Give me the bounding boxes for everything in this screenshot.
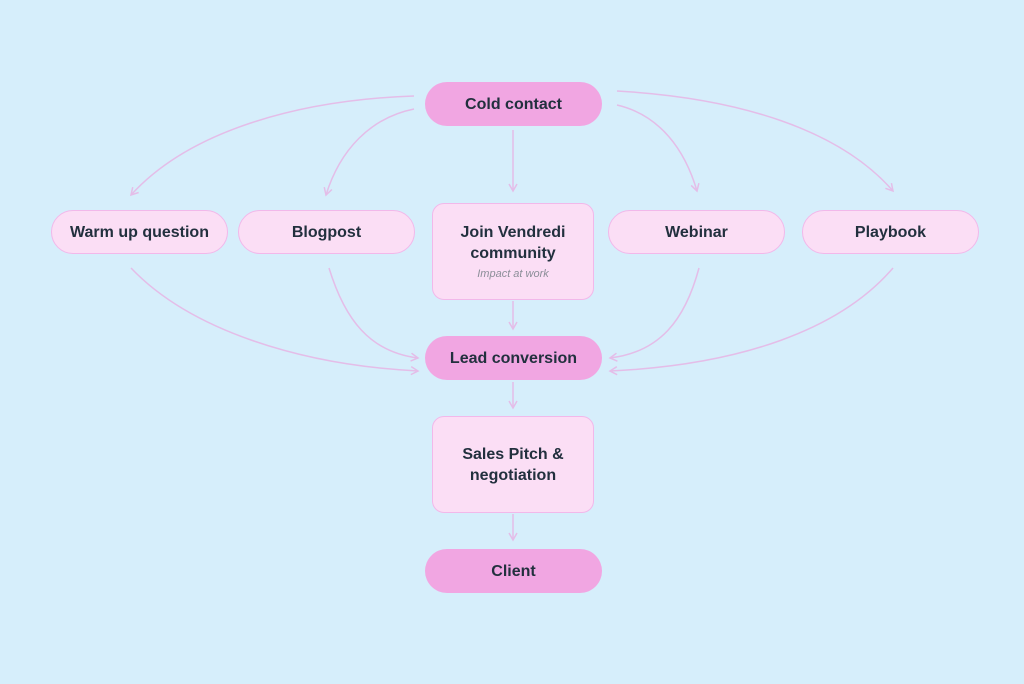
node-client[interactable]: Client — [425, 549, 602, 593]
node-label: Warm up question — [70, 223, 209, 241]
node-label: Sales Pitch & negotiation — [462, 445, 564, 484]
node-sublabel: Impact at work — [477, 268, 549, 280]
edge-cold-to-warmup — [129, 95, 415, 197]
node-label: Cold contact — [465, 95, 562, 113]
edge-cold-to-webinar — [616, 104, 700, 193]
node-label: Client — [491, 562, 536, 580]
edge-blogpost-to-lead — [328, 267, 420, 362]
node-warm-up-question[interactable]: Warm up question — [51, 210, 228, 254]
node-label: Blogpost — [291, 223, 362, 241]
node-playbook[interactable]: Playbook — [802, 210, 979, 254]
node-join-community[interactable]: Join Vendredi community Impact at work — [432, 203, 594, 300]
node-sales-pitch[interactable]: Sales Pitch & negotiation — [432, 416, 594, 513]
node-label: Webinar — [665, 223, 728, 241]
node-label: Playbook — [854, 223, 927, 241]
node-cold-contact[interactable]: Cold contact — [425, 82, 602, 126]
edge-playbook-to-lead — [608, 267, 894, 376]
node-label: Lead conversion — [449, 349, 578, 367]
edge-cold-to-blogpost — [323, 108, 415, 197]
node-lead-conversion[interactable]: Lead conversion — [425, 336, 602, 380]
edge-cold-to-playbook — [616, 90, 894, 193]
edge-webinar-to-lead — [608, 267, 700, 362]
node-label: Join Vendredi community — [460, 224, 566, 262]
node-webinar[interactable]: Webinar — [608, 210, 785, 254]
node-blogpost[interactable]: Blogpost — [238, 210, 415, 254]
edge-warmup-to-lead — [130, 267, 420, 376]
